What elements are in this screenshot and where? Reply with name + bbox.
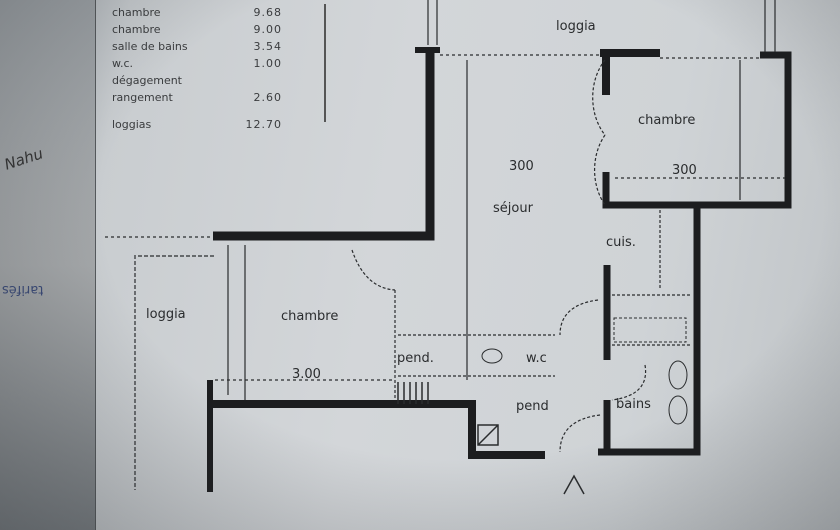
room-label-chambre-left: chambre	[281, 309, 338, 324]
sejour-axis	[227, 60, 741, 400]
loggia-left-outline	[134, 255, 215, 490]
legend-value: 9.00	[253, 23, 282, 36]
legend-label: w.c.	[112, 57, 134, 70]
sink	[668, 395, 688, 425]
legend-value: 1.00	[253, 57, 282, 70]
thin-lines	[105, 0, 785, 490]
dimension-label: 300	[509, 159, 534, 174]
loggia-railing	[427, 0, 776, 52]
legend-label: chambre	[112, 23, 161, 36]
legend-row: rangement 2.60	[112, 89, 282, 106]
door-swing	[351, 59, 647, 453]
legend-value: 2.60	[253, 91, 282, 104]
dimension-label: 3.00	[292, 367, 321, 382]
legend-label: rangement	[112, 91, 173, 104]
dimension-label: 300	[672, 163, 697, 178]
room-label-bains: bains	[616, 397, 651, 412]
room-label-loggia-left: loggia	[146, 307, 186, 322]
legend-label: salle de bains	[112, 40, 188, 53]
folded-brochure-page	[0, 0, 96, 530]
toilet	[481, 348, 503, 364]
partition	[394, 210, 690, 400]
legend-divider	[324, 4, 326, 122]
room-label-cuisine: cuis.	[606, 235, 636, 250]
legend-row: dégagement	[112, 72, 282, 89]
legend-value: 12.70	[245, 118, 282, 131]
room-label-pend: pend	[516, 399, 549, 414]
room-label-chambre-right: chambre	[638, 113, 695, 128]
wall-outer-left	[213, 50, 435, 241]
room-label-sejour: séjour	[493, 201, 534, 216]
room-label-wc: w.c	[526, 351, 547, 366]
wall-right	[598, 205, 701, 456]
room-label-loggia-top: loggia	[556, 19, 596, 34]
stairs-hatch	[397, 382, 499, 446]
legend-row: salle de bains 3.54	[112, 38, 282, 55]
sink	[668, 360, 688, 390]
legend-row: w.c. 1.00	[112, 55, 282, 72]
dimension-line	[105, 54, 785, 381]
wall-chambre-right	[602, 51, 792, 209]
bathtub	[613, 317, 687, 343]
room-label-pend: pend.	[397, 351, 434, 366]
legend-value: 3.54	[253, 40, 282, 53]
legend-label: dégagement	[112, 74, 182, 87]
thick-walls	[207, 47, 792, 492]
legend-label: chambre	[112, 6, 161, 19]
legend-row: chambre 9.68	[112, 4, 282, 21]
surface-legend: chambre 9.68 chambre 9.00 salle de bains 3.…	[112, 4, 326, 133]
wall-chambre-bottom	[210, 400, 545, 459]
legend-row: loggias 12.70	[112, 116, 282, 133]
entrance-arrow-icon	[563, 474, 585, 495]
legend-value: 9.68	[253, 6, 282, 19]
legend-row: chambre 9.00	[112, 21, 282, 38]
legend-label: loggias	[112, 118, 152, 131]
